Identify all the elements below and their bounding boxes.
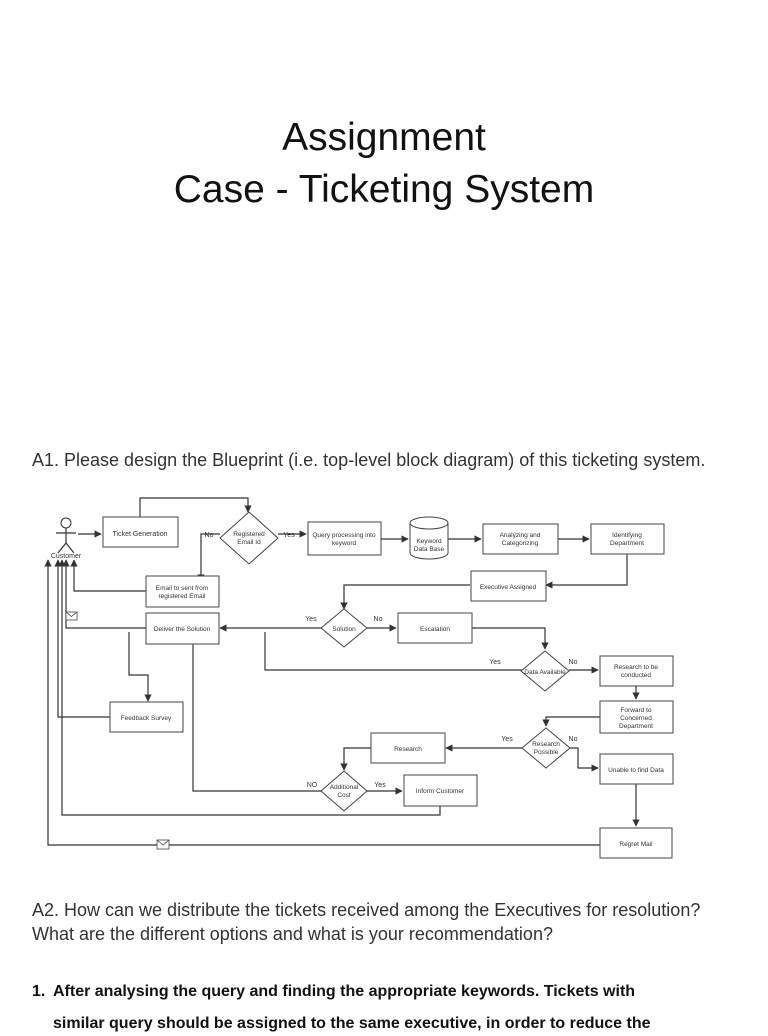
ticket-generation-label: Ticket Generation xyxy=(113,531,168,538)
data-available-decision xyxy=(520,650,570,692)
yes-label: Yes xyxy=(305,616,317,623)
answer-1-line-2: similar query should be assigned to the … xyxy=(53,1015,651,1032)
escalation-label: Escalation xyxy=(420,626,450,633)
no-label: No xyxy=(374,616,383,623)
research-box xyxy=(370,732,446,764)
query-processing-box xyxy=(307,521,382,556)
question-a2: A2. How can we distribute the tickets re… xyxy=(32,900,701,944)
no-label: No xyxy=(569,736,578,743)
deliver-solution-box xyxy=(145,612,220,645)
answer-1-text: After analysing the query and finding th… xyxy=(53,983,636,1000)
query-processing-label-1: Query processing into xyxy=(312,532,376,539)
additional-cost-label-1: Additional xyxy=(330,784,359,791)
research-possible-label-1: Research xyxy=(532,741,560,748)
no-label: NO xyxy=(307,782,318,789)
page-title-line-1: Assignment xyxy=(282,116,486,159)
analyzing-label-1: Analyzing and xyxy=(500,532,541,539)
executive-assigned-box xyxy=(470,570,547,602)
customer-label: Customer xyxy=(51,553,82,560)
unable-find-data-label: Unable to find Data xyxy=(608,767,664,774)
page-title-line-2: Case - Ticketing System xyxy=(173,168,595,211)
deliver-solution-label: Deliver the Solution xyxy=(154,626,211,633)
research-conducted-label-2: conducted xyxy=(621,672,651,679)
feedback-survey-label: Feedback Survey xyxy=(121,715,172,722)
research-conducted-box xyxy=(599,655,674,687)
data-available-label: Data Available xyxy=(524,669,566,676)
solution-decision xyxy=(320,608,368,648)
research-conducted-label-1: Research to be xyxy=(614,664,658,671)
inform-customer-label: Inform Customer xyxy=(416,788,465,795)
yes-label: Yes xyxy=(374,782,386,789)
executive-assigned-label: Executive Assigned xyxy=(480,584,537,591)
ticketing-system-block-diagram: Customer Ticket Generation Registered Em… xyxy=(44,497,674,859)
forward-label-2: Concerned xyxy=(620,715,652,722)
forward-label-1: Forward to xyxy=(620,707,651,714)
solution-label: Solution xyxy=(332,626,356,633)
answer-1-number: 1. xyxy=(32,983,46,1000)
identifying-label-2: Department xyxy=(610,540,644,547)
customer-actor-icon xyxy=(56,517,76,554)
additional-cost-label-2: Cost xyxy=(337,792,351,799)
research-possible-decision xyxy=(521,727,571,769)
yes-label: Yes xyxy=(283,532,295,539)
identifying-department-box xyxy=(590,523,665,555)
regret-mail-label: Regret Mail xyxy=(619,841,653,848)
forward-department-box xyxy=(599,700,674,734)
no-label: No xyxy=(205,532,214,539)
email-sent-label-2: registered Email xyxy=(159,593,207,600)
feedback-survey-box xyxy=(109,701,184,733)
email-registered-box xyxy=(145,575,220,608)
keyword-database-cylinder xyxy=(409,516,449,560)
answer-1-line-1: 1. After analysing the query and finding … xyxy=(32,980,747,1004)
registered-email-label-1: Registered xyxy=(233,531,265,538)
keyword-db-label-1: Keyword xyxy=(416,538,442,545)
forward-label-3: Department xyxy=(619,723,653,730)
email-sent-label-1: Email to sent from xyxy=(156,585,208,592)
keyword-db-label-2: Data Base xyxy=(414,546,445,553)
regret-mail-box xyxy=(599,827,673,859)
analyzing-categorizing-box xyxy=(482,523,559,555)
identifying-label-1: Identifying xyxy=(612,532,642,539)
analyzing-label-2: Categorizing xyxy=(502,540,539,547)
diagram-connectors xyxy=(44,497,640,846)
yes-label: Yes xyxy=(489,659,501,666)
escalation-box xyxy=(397,612,473,644)
additional-cost-decision xyxy=(320,770,368,812)
no-label: No xyxy=(569,659,578,666)
question-a1: A1. Please design the Blueprint (i.e. to… xyxy=(32,450,706,470)
research-possible-label-2: Possible xyxy=(534,749,559,756)
registered-email-decision xyxy=(219,511,279,565)
query-processing-label-2: keyword xyxy=(332,540,357,547)
registered-email-label-2: Email Id xyxy=(237,539,261,546)
unable-find-data-box xyxy=(599,753,674,785)
inform-customer-box xyxy=(403,774,478,807)
research-label: Research xyxy=(394,746,422,753)
mail-envelope-icon xyxy=(156,839,170,850)
mail-envelope-icon xyxy=(65,611,78,621)
yes-label: Yes xyxy=(501,736,513,743)
ticket-generation-box xyxy=(102,516,179,548)
